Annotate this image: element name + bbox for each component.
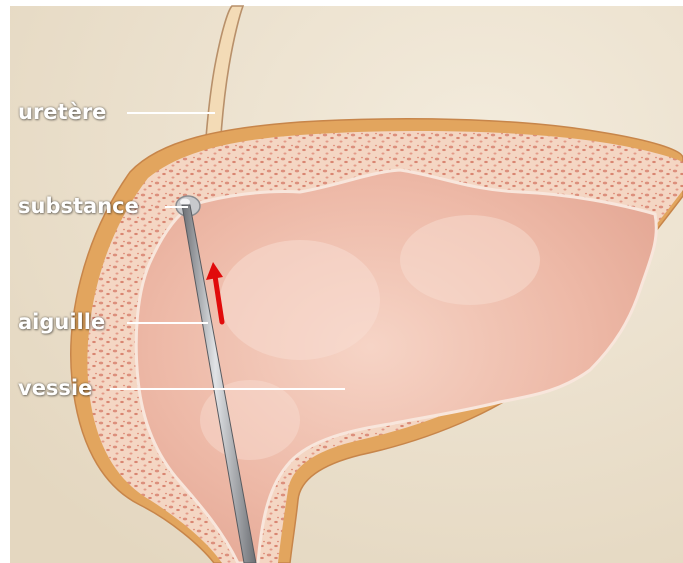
substance-bleb-highlight [180,199,190,206]
label-substance: substance [18,196,139,217]
lumen-highlight [220,240,380,360]
label-bladder: vessie [18,378,92,399]
label-ureter: uretère [18,102,106,123]
lumen-highlight [400,215,540,305]
label-needle: aiguille [18,312,105,333]
